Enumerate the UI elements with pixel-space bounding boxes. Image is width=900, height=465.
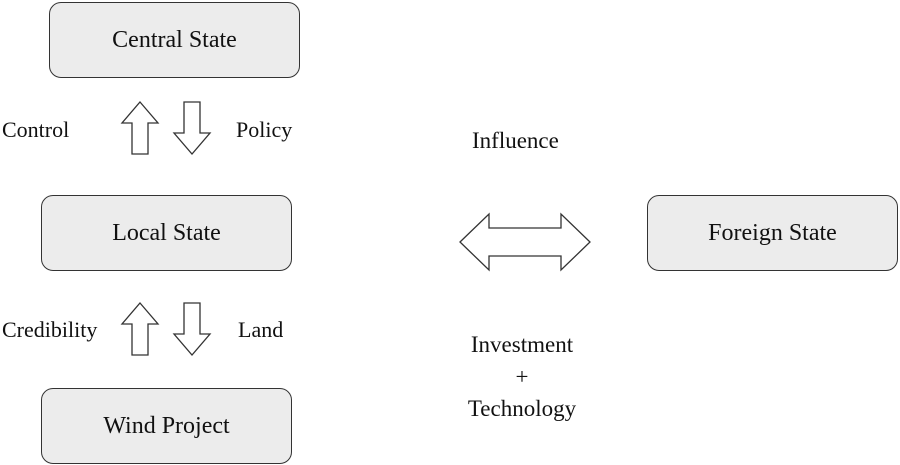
wind-project-label: Wind Project [103,412,230,439]
plus-label: + [515,364,529,389]
credibility-up-arrow [120,302,160,356]
land-down-arrow [172,302,212,356]
policy-down-arrow [172,101,212,155]
policy-label: Policy [236,117,293,142]
credibility-label: Credibility [2,317,98,342]
investment-technology-label: Investment + Technology [452,329,592,425]
wind-project-node: Wind Project [41,388,292,464]
control-up-arrow [120,101,160,155]
technology-label: Technology [467,396,577,421]
foreign-state-node: Foreign State [647,195,898,271]
central-state-label: Central State [112,26,237,53]
local-state-node: Local State [41,195,292,271]
land-label: Land [238,317,284,342]
local-state-label: Local State [112,219,221,246]
central-state-node: Central State [49,2,300,78]
investment-label: Investment [470,332,574,357]
influence-label: Influence [472,128,559,153]
control-label: Control [2,117,70,142]
foreign-state-label: Foreign State [708,219,837,246]
influence-double-arrow [459,212,591,272]
